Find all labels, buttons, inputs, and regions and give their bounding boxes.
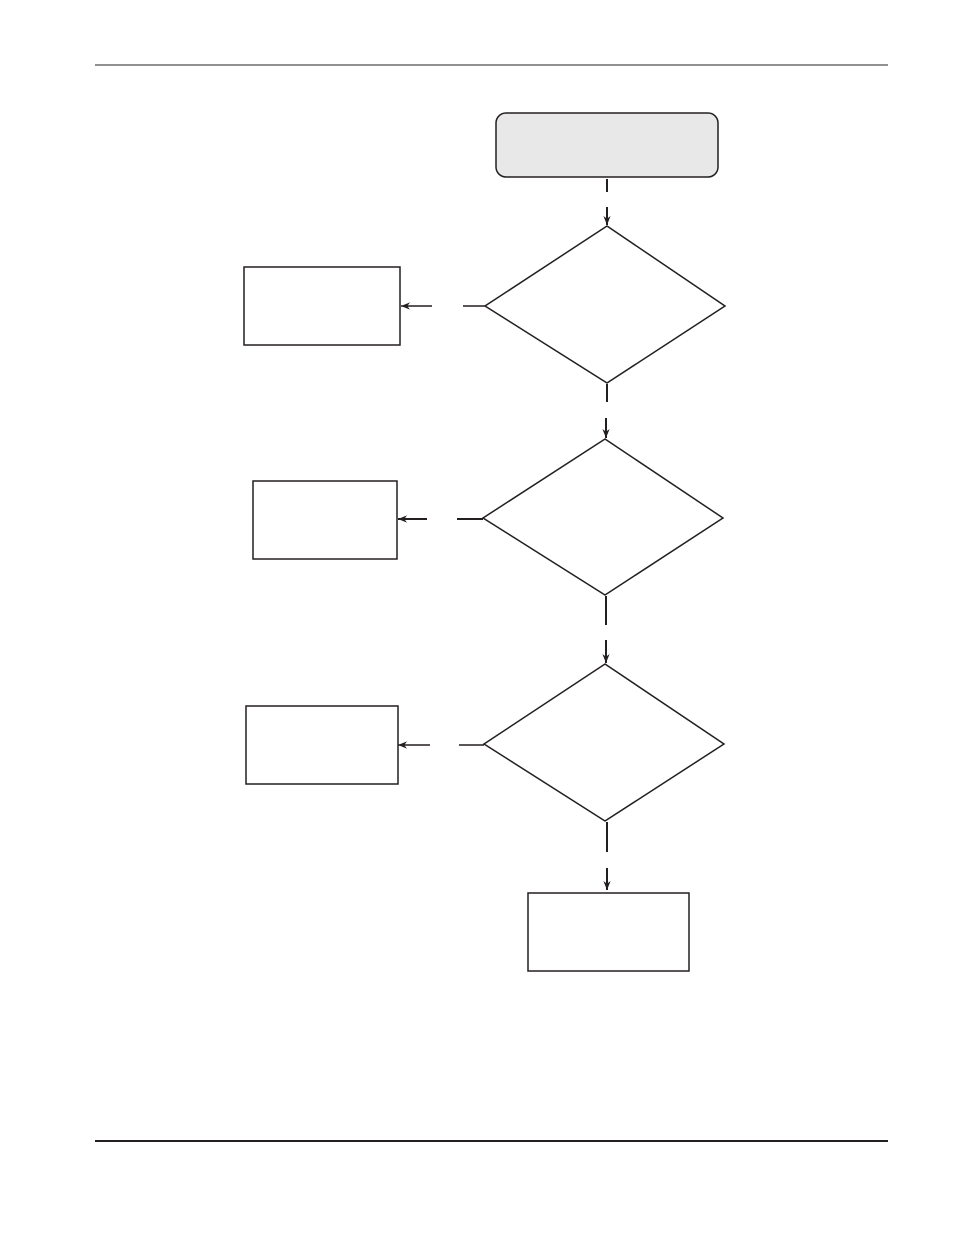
start-node: [495, 112, 719, 178]
process-box-4: [527, 892, 690, 972]
process-box-2: [252, 480, 398, 560]
decision-2: [481, 438, 725, 596]
process-box-3: [245, 705, 399, 785]
decision-3: [482, 663, 726, 822]
process-box-1: [243, 266, 401, 346]
decision-1: [483, 225, 727, 384]
